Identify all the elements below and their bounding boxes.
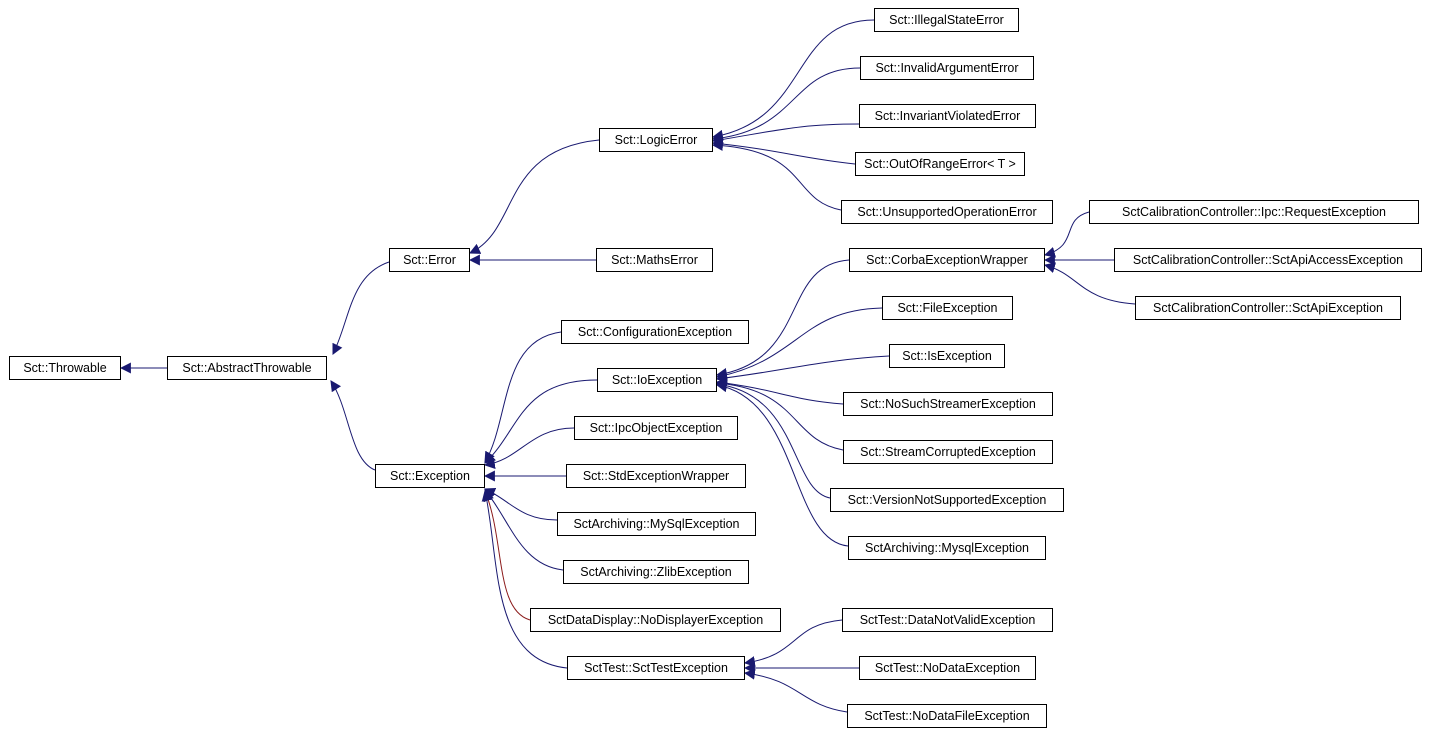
node-illegal-state-error[interactable]: Sct::IllegalStateError xyxy=(874,8,1019,32)
node-io-exception[interactable]: Sct::IoException xyxy=(597,368,717,392)
edge-invariant-to-logic xyxy=(711,123,860,145)
edge-streamcorrupted-to-io xyxy=(715,378,844,451)
node-throwable[interactable]: Sct::Throwable xyxy=(9,356,121,380)
node-no-such-streamer-exception[interactable]: Sct::NoSuchStreamerException xyxy=(843,392,1053,416)
node-sct-api-exception[interactable]: SctCalibrationController::SctApiExceptio… xyxy=(1135,296,1401,320)
edge-io-to-exception xyxy=(484,379,598,464)
node-corba-exception-wrapper[interactable]: Sct::CorbaExceptionWrapper xyxy=(849,248,1045,272)
node-ipc-object-exception[interactable]: Sct::IpcObjectException xyxy=(574,416,738,440)
node-is-exception[interactable]: Sct::IsException xyxy=(889,344,1005,368)
edge-invalidargument-to-logic xyxy=(711,67,861,144)
node-no-data-file-exception[interactable]: SctTest::NoDataFileException xyxy=(847,704,1047,728)
edge-scttest-to-exception xyxy=(481,489,568,669)
node-std-exception-wrapper[interactable]: Sct::StdExceptionWrapper xyxy=(566,464,746,488)
edge-request-to-corba xyxy=(1043,211,1090,258)
edge-unsupported-to-logic xyxy=(711,140,842,211)
edge-versionnotsupported-to-io xyxy=(715,379,831,499)
edge-zlib-to-exception xyxy=(484,489,564,571)
edge-error-to-abstract xyxy=(332,261,390,355)
node-no-data-exception[interactable]: SctTest::NoDataException xyxy=(859,656,1036,680)
edge-mysql-io-to-io xyxy=(715,381,849,547)
node-zlib-exception[interactable]: SctArchiving::ZlibException xyxy=(563,560,749,584)
node-unsupported-operation-error[interactable]: Sct::UnsupportedOperationError xyxy=(841,200,1053,224)
edge-nodatafile-to-scttest xyxy=(743,668,848,713)
node-data-not-valid-exception[interactable]: SctTest::DataNotValidException xyxy=(842,608,1053,632)
edge-datanotvalid-to-scttest xyxy=(743,619,843,668)
edge-ipcobject-to-exception xyxy=(483,427,575,470)
node-file-exception[interactable]: Sct::FileException xyxy=(882,296,1013,320)
node-invalid-argument-error[interactable]: Sct::InvalidArgumentError xyxy=(860,56,1034,80)
node-stream-corrupted-exception[interactable]: Sct::StreamCorruptedException xyxy=(843,440,1053,464)
node-logic-error[interactable]: Sct::LogicError xyxy=(599,128,713,152)
node-mysql-exception-io[interactable]: SctArchiving::MysqlException xyxy=(848,536,1046,560)
edge-logicerror-to-error xyxy=(469,139,600,254)
node-sct-test-exception[interactable]: SctTest::SctTestException xyxy=(567,656,745,680)
node-no-displayer-exception[interactable]: SctDataDisplay::NoDisplayerException xyxy=(530,608,781,632)
edge-sctapi-to-corba xyxy=(1043,262,1136,305)
edge-nosuchstreamer-to-io xyxy=(715,377,844,405)
node-error[interactable]: Sct::Error xyxy=(389,248,470,272)
node-configuration-exception[interactable]: Sct::ConfigurationException xyxy=(561,320,749,344)
node-out-of-range-error[interactable]: Sct::OutOfRangeError< T > xyxy=(855,152,1025,176)
node-version-not-supported-exception[interactable]: Sct::VersionNotSupportedException xyxy=(830,488,1064,512)
node-mysql-exception-archiving[interactable]: SctArchiving::MySqlException xyxy=(557,512,756,536)
node-maths-error[interactable]: Sct::MathsError xyxy=(596,248,713,272)
node-invariant-violated-error[interactable]: Sct::InvariantViolatedError xyxy=(859,104,1036,128)
edge-corba-to-io xyxy=(715,259,850,379)
edge-configuration-to-exception xyxy=(484,331,562,463)
node-sct-api-access-exception[interactable]: SctCalibrationController::SctApiAccessEx… xyxy=(1114,248,1422,272)
edge-outofrange-to-logic xyxy=(711,138,856,165)
edge-exception-to-abstract xyxy=(330,380,376,471)
edge-is-to-io xyxy=(715,355,890,384)
node-request-exception[interactable]: SctCalibrationController::Ipc::RequestEx… xyxy=(1089,200,1419,224)
node-abstract-throwable[interactable]: Sct::AbstractThrowable xyxy=(167,356,327,380)
edge-nodisplayer-to-exception xyxy=(483,489,531,621)
edge-illegalstate-to-logic xyxy=(711,19,875,141)
node-exception[interactable]: Sct::Exception xyxy=(375,464,485,488)
edge-file-to-io xyxy=(715,307,883,381)
